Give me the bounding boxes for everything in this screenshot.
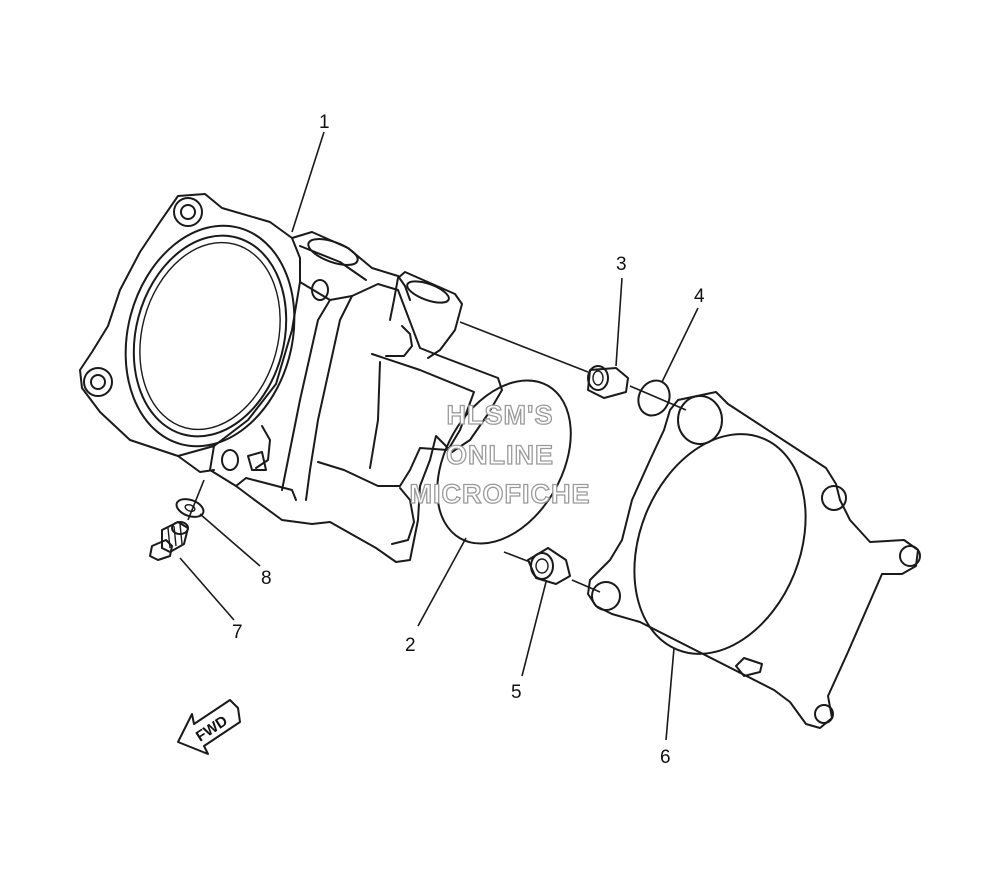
callout-8: 8 [261,568,272,589]
callout-2: 2 [405,635,416,656]
leader-line-4 [661,307,699,383]
leader-line-6 [665,647,675,741]
watermark-line-2: ONLINE [446,440,554,470]
alignment-line-middle [629,385,687,411]
dowel-pin-lower-part [527,547,571,585]
alignment-line-upper [459,321,589,373]
callout-labels: 1 2 3 4 5 6 7 8 [232,112,705,768]
leader-line-7 [179,557,235,621]
callout-3: 3 [616,254,627,275]
o-ring-part [436,379,572,545]
watermark-line-1: HLSM'S [447,400,554,430]
alignment-line-lower [503,551,531,563]
leader-line-1 [291,131,325,233]
leader-line-8 [199,513,261,567]
leader-lines [179,131,699,741]
leader-line-2 [417,537,467,627]
cylinder-part [79,193,503,563]
callout-4: 4 [694,286,705,307]
alignment-line-bolt [187,479,205,521]
washer-part [175,498,205,518]
forward-direction-arrow: FWD [177,699,241,755]
watermark-line-3: MICROFICHE [410,479,591,509]
callout-7: 7 [232,622,243,643]
callout-5: 5 [511,682,522,703]
watermark: HLSM'S ONLINE MICROFICHE [409,399,591,509]
bolt-part [149,521,189,561]
callout-6: 6 [660,747,671,768]
gasket-part [587,391,921,729]
leader-line-3 [615,277,623,367]
callout-1: 1 [319,112,330,133]
alignment-line-gasket [571,579,601,593]
leader-line-5 [521,581,547,677]
dowel-pin-upper-part [587,365,629,399]
